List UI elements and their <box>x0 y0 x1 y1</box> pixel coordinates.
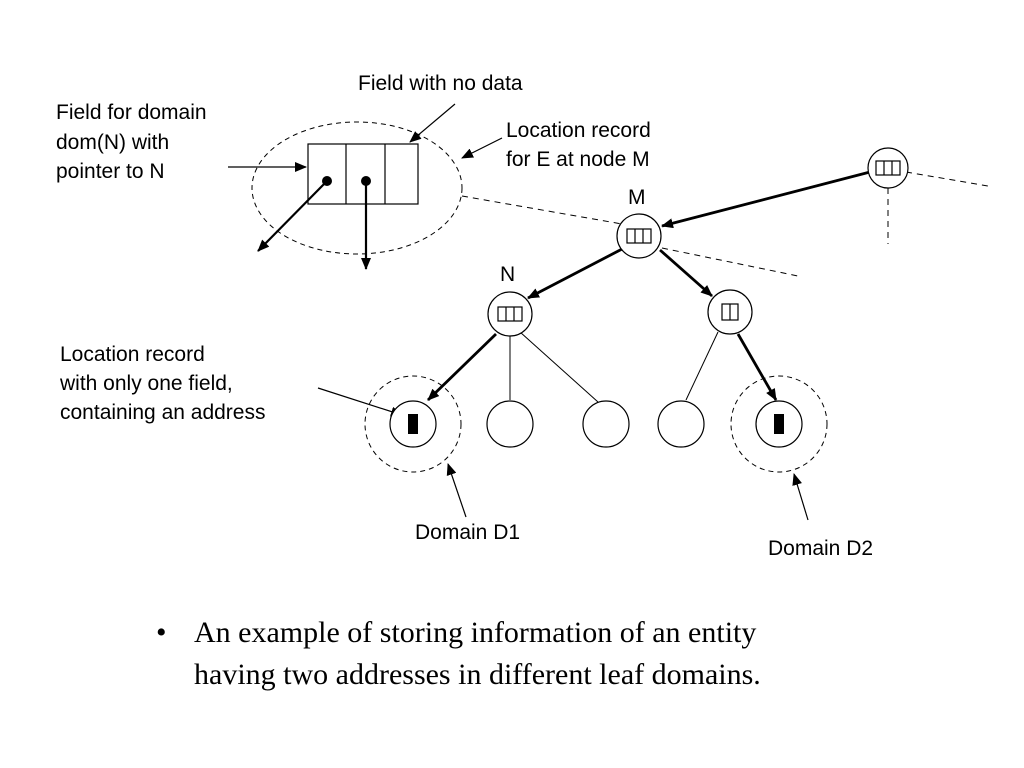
caption-line-2: having two addresses in different leaf d… <box>194 658 761 691</box>
label-one-field-line-1: Location record <box>60 343 205 366</box>
record-box <box>307 143 419 205</box>
label-domain-d2: Domain D2 <box>768 537 873 560</box>
label-location-record-line-1: Location record <box>506 119 651 142</box>
label-field-domain-line-1: Field for domain <box>56 101 207 124</box>
label-field-no-data: Field with no data <box>358 72 523 95</box>
domain-d1-boundary <box>364 375 462 473</box>
tree-edges <box>509 331 719 403</box>
leaf-node <box>657 400 705 448</box>
zoom-dashed-ellipse <box>251 121 463 255</box>
label-domain-d1: Domain D1 <box>415 521 520 544</box>
node-n <box>487 291 533 337</box>
label-field-domain-line-3: pointer to N <box>56 160 165 183</box>
caption: • An example of storing information of a… <box>150 612 910 696</box>
node-m <box>616 213 662 259</box>
dashed-context-lines <box>461 171 989 277</box>
diagram-labels: Field with no data Field for domain dom(… <box>56 72 873 560</box>
node-m-label: M <box>628 186 646 209</box>
leaf-d1 <box>389 400 437 448</box>
node-two-field <box>707 289 753 335</box>
node-n-label: N <box>500 263 515 286</box>
label-one-field-line-3: containing an address <box>60 401 265 424</box>
bullet-point: • <box>156 616 167 649</box>
leaf-node <box>486 400 534 448</box>
leaf-node <box>582 400 630 448</box>
tree-nodes <box>389 147 909 448</box>
node-top-right <box>867 147 909 189</box>
pointer-edges <box>427 170 871 402</box>
label-location-record-line-2: for E at node M <box>506 148 650 171</box>
label-one-field-line-2: with only one field, <box>59 372 233 395</box>
domain-d2-boundary <box>730 375 828 473</box>
caption-line-1: An example of storing information of an … <box>194 616 757 649</box>
pointer-arrow <box>257 180 328 252</box>
leaf-d2 <box>755 400 803 448</box>
label-field-domain-line-2: dom(N) with <box>56 131 169 154</box>
enlarged-location-record <box>251 121 463 270</box>
label-arrows <box>228 103 809 521</box>
